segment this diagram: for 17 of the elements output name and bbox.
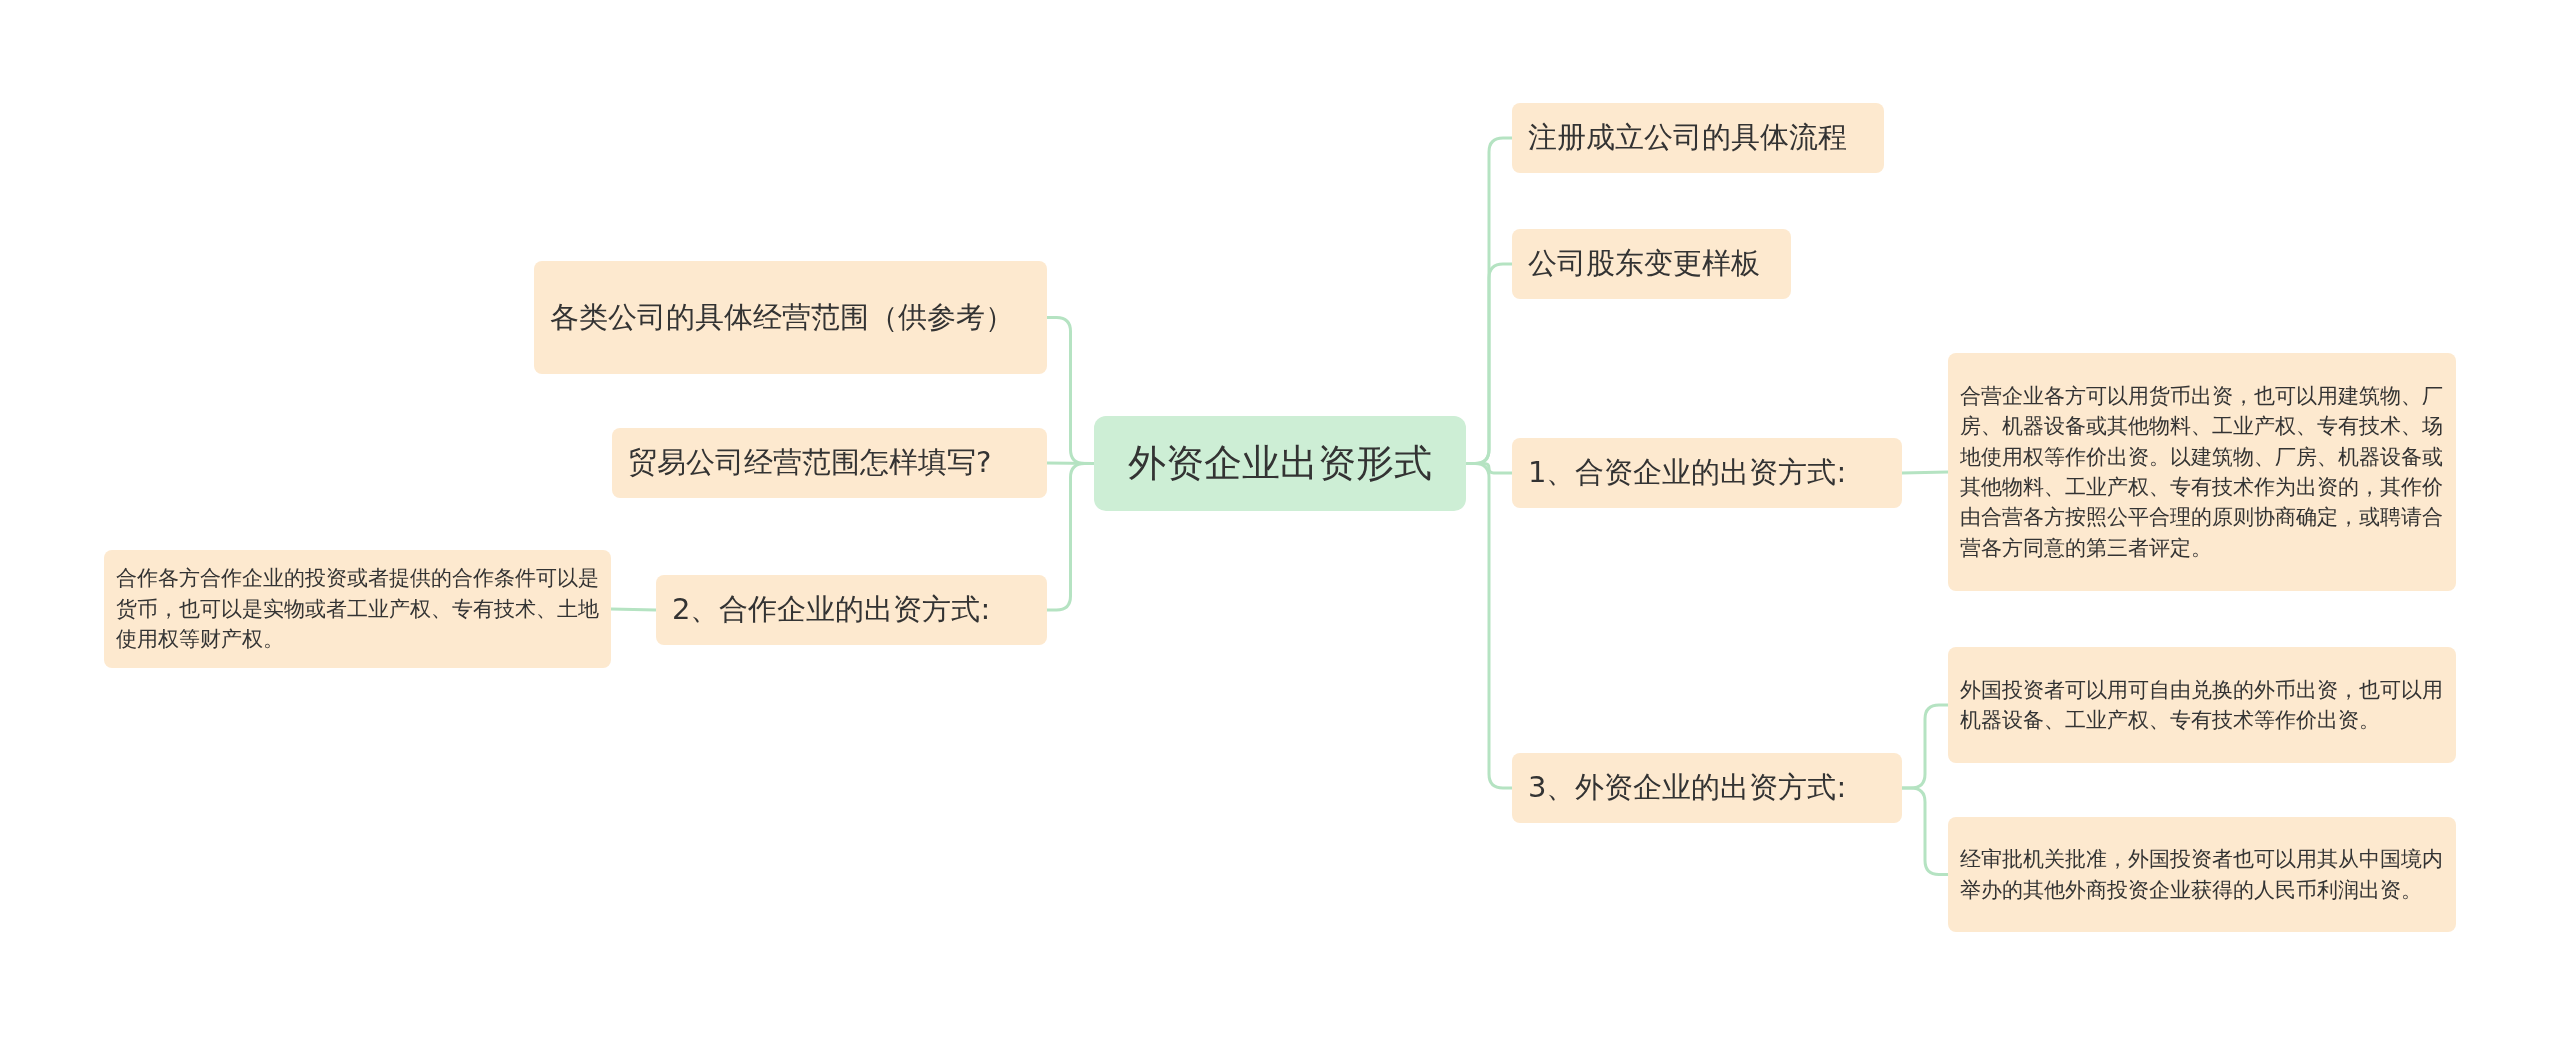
connector-line bbox=[1466, 462, 1512, 790]
note-box: 经审批机关批准，外国投资者也可以用其从中国境内举办的其他外商投资企业获得的人民币利润出资。 bbox=[1948, 817, 2456, 932]
topic-box: 外资企业出资形式 bbox=[1094, 416, 1466, 511]
branch-box: 公司股东变更样板 bbox=[1512, 229, 1791, 299]
branch-box: 2、合作企业的出资方式: bbox=[656, 575, 1047, 645]
branch-box: 贸易公司经营范围怎样填写? bbox=[612, 428, 1047, 498]
connector-line bbox=[1901, 470, 1949, 475]
connector-line bbox=[1902, 786, 1948, 876]
branch-box: 各类公司的具体经营范围（供参考） bbox=[534, 261, 1047, 374]
note-box: 合作各方合作企业的投资或者提供的合作条件可以是货币，也可以是实物或者工业产权、专有技术、土地使用权等财产权。 bbox=[104, 550, 611, 668]
branch-box: 1、合资企业的出资方式: bbox=[1512, 438, 1902, 508]
branch-box: 注册成立公司的具体流程 bbox=[1512, 103, 1884, 173]
note-box: 合营企业各方可以用货币出资，也可以用建筑物、厂房、机器设备或其他物料、工业产权、专有技术、场地使用权等作价出资。以建筑物、厂房、机器设备或其他物料、工业产权、专有技术作为出资的，其作价由合营各方按照公平合理的原则协商确定，或聘请合营各方同意的第三者评定。 bbox=[1948, 353, 2456, 591]
note-box: 外国投资者可以用可自由兑换的外币出资，也可以用机器设备、工业产权、专有技术等作价出资。 bbox=[1948, 647, 2456, 763]
connector-line bbox=[1047, 462, 1094, 612]
branch-box: 3、外资企业的出资方式: bbox=[1512, 753, 1902, 823]
connector-line bbox=[610, 607, 657, 612]
